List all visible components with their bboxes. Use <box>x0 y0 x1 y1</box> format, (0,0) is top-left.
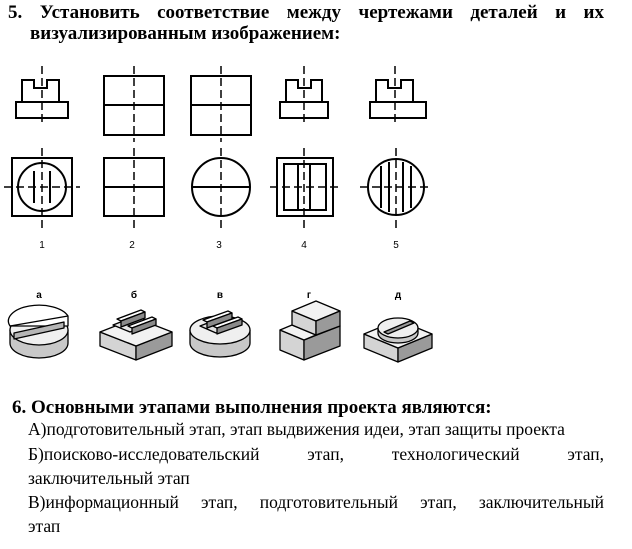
model-b <box>99 309 173 361</box>
answer-option-a: А)подготовительный этап, этап выдвижения… <box>28 419 565 439</box>
drawing-label-3: 3 <box>216 240 222 251</box>
answer-option-v: В)информационный этап, подготовительный … <box>28 492 604 512</box>
answer-option-b-continued: заключительный этап <box>28 468 190 488</box>
model-d <box>363 317 433 363</box>
model-label-a: а <box>36 290 42 301</box>
question-6-title: 6. Основными этапами выполнения проекта … <box>12 397 492 418</box>
model-a <box>7 304 69 359</box>
answer-option-v-continued: этап <box>28 516 61 536</box>
model-label-d: д <box>395 290 402 301</box>
drawing-3 <box>190 66 252 228</box>
drawing-label-4: 4 <box>301 240 307 251</box>
drawing-1 <box>4 66 80 228</box>
answer-option-b: Б)поисково-исследовательский этап, техно… <box>28 444 604 464</box>
drawing-label-2: 2 <box>129 240 135 251</box>
model-label-g: г <box>307 290 311 301</box>
drawing-label-1: 1 <box>39 240 45 251</box>
model-g <box>279 300 341 361</box>
model-v <box>189 310 251 358</box>
question-5-line-1: 5. Установить соответствие между чертежа… <box>8 2 604 23</box>
drawing-4 <box>270 66 340 228</box>
question-5-line-2: визуализированным изображением: <box>30 23 341 44</box>
drawings-panel: 1 2 3 4 5 а б в г д <box>4 66 433 363</box>
drawing-5 <box>360 66 432 228</box>
model-label-b: б <box>131 289 137 301</box>
model-label-v: в <box>217 290 223 301</box>
drawing-2 <box>103 66 165 228</box>
question-5-title: 5. Установить соответствие между чертежа… <box>8 2 604 44</box>
drawing-label-5: 5 <box>393 240 399 251</box>
